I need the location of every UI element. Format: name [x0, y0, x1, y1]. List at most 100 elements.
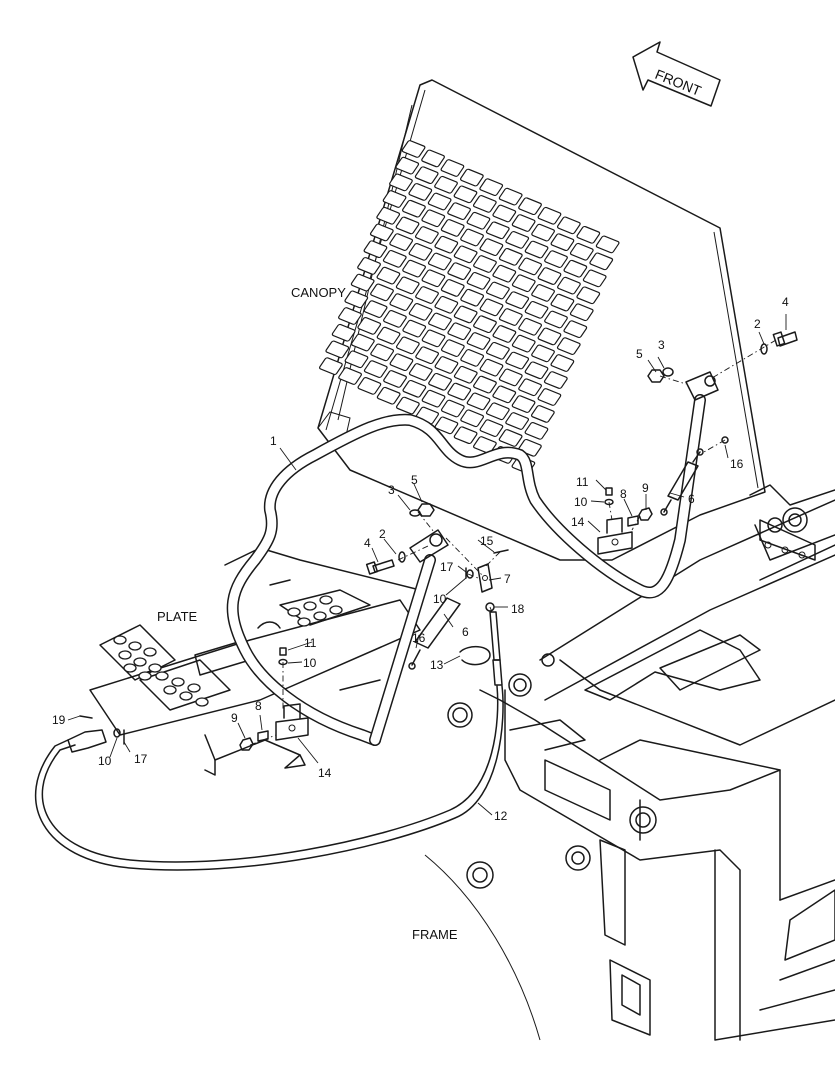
- machine-frame: [424, 484, 835, 1041]
- canopy-screen-opening: [357, 317, 382, 335]
- plate-pad: [297, 617, 311, 627]
- canopy-screen-opening: [492, 385, 517, 404]
- canopy-screen-opening: [408, 243, 433, 261]
- canopy-screen-opening: [427, 252, 452, 271]
- canopy-screen-opening: [434, 356, 459, 374]
- canopy-screen-opening: [389, 293, 414, 311]
- hardware-nuts: [239, 369, 665, 751]
- canopy-screen-opening: [505, 231, 530, 249]
- callout-9: 9: [642, 481, 649, 495]
- callout-6: 6: [462, 625, 469, 639]
- canopy-screen-opening: [460, 349, 485, 367]
- plate-pad: [163, 685, 177, 695]
- canopy-screen-opening: [537, 327, 562, 346]
- canopy-screen-opening: [492, 264, 517, 283]
- canopy-screen-opening: [363, 300, 388, 318]
- canopy-screen-opening: [595, 235, 620, 254]
- canopy-screen-opening: [395, 216, 420, 235]
- canopy-screen-opening: [505, 412, 530, 430]
- canopy-screen-opening: [376, 326, 401, 345]
- canopy-screen-opening: [383, 310, 407, 328]
- canopy-screen-opening: [543, 371, 568, 389]
- callout-19: 19: [52, 713, 66, 727]
- callout-4: 4: [364, 536, 371, 550]
- canopy-screen-opening: [408, 303, 433, 321]
- callout-10: 10: [303, 656, 317, 670]
- canopy-screen-opening: [338, 367, 362, 385]
- plate-pad: [171, 677, 185, 687]
- canopy-screen-opening: [550, 233, 575, 252]
- canopy-screen-opening: [395, 156, 420, 175]
- canopy-screen-opening: [556, 216, 581, 235]
- callout-18: 18: [511, 602, 525, 616]
- canopy-screen-opening: [421, 389, 446, 408]
- plate-pad: [155, 671, 169, 681]
- canopy-screen-opening: [524, 300, 549, 319]
- canopy-screen-opening: [434, 175, 458, 194]
- canopy-screen-opening: [479, 178, 504, 196]
- front-label: FRONT: [653, 66, 704, 99]
- canopy-screen-opening: [421, 209, 446, 228]
- canopy-screen-opening: [331, 323, 356, 342]
- callout-leaders: [67, 314, 787, 816]
- safety-bar-tube: [226, 371, 719, 746]
- plate-pad: [195, 697, 209, 707]
- canopy-screen-opening: [511, 274, 536, 293]
- canopy-screen-opening: [363, 360, 388, 378]
- canopy-screen-opening: [466, 392, 491, 411]
- canopy-screen-opening: [389, 353, 414, 372]
- canopy-screen-opening: [485, 402, 510, 421]
- canopy-screen-opening: [382, 250, 407, 268]
- canopy-screen-opening: [408, 183, 433, 201]
- canopy-screen-opening: [524, 240, 549, 259]
- canopy-screen-opening: [440, 159, 465, 177]
- plate-pad: [179, 691, 193, 701]
- canopy-screen-opening: [518, 317, 543, 336]
- canopy-screen-opening: [479, 238, 504, 257]
- canopy-screen-opening: [531, 344, 555, 363]
- assembly-centerlines: [249, 339, 777, 746]
- plate-pad: [187, 683, 201, 693]
- canopy-screen-opening: [576, 225, 601, 244]
- canopy-screen-opening: [473, 315, 497, 334]
- canopy-screen-opening: [447, 322, 472, 341]
- callout-16: 16: [412, 631, 426, 645]
- canopy-screen-opening: [414, 226, 439, 244]
- canopy-screen-opening: [511, 334, 536, 353]
- canopy-screen-opening: [428, 372, 452, 391]
- callout-11: 11: [576, 475, 589, 489]
- canopy-screen-opening: [589, 252, 614, 271]
- canopy-screen-opening: [524, 422, 549, 440]
- canopy-screen-opening: [434, 295, 459, 314]
- bracket-left: [275, 703, 309, 741]
- canopy-screen-opening: [453, 305, 478, 324]
- callout-13: 13: [430, 658, 444, 672]
- plate-pad: [303, 601, 317, 611]
- callout-2: 2: [754, 317, 761, 331]
- canopy-panel: [317, 79, 766, 561]
- canopy-screen-opening: [531, 284, 555, 302]
- canopy-screen-opening: [383, 370, 407, 388]
- canopy-screen-opening: [460, 228, 484, 247]
- canopy-screen-opening: [414, 166, 439, 185]
- canopy-screen-opening: [537, 206, 562, 225]
- canopy-screen-opening: [389, 173, 413, 192]
- callout-3: 3: [388, 483, 395, 497]
- callout-10: 10: [433, 592, 447, 606]
- canopy-screen-opening: [557, 276, 581, 295]
- canopy-screen-opening: [344, 350, 369, 369]
- canopy-screen-opening: [440, 279, 465, 297]
- clevis-7: [477, 563, 493, 593]
- canopy-screen-opening: [563, 320, 588, 339]
- canopy-screen-opening: [518, 197, 542, 216]
- canopy-screen-opening: [453, 426, 478, 445]
- canopy-screen-opening: [428, 312, 452, 331]
- canopy-screen-opening: [485, 281, 510, 300]
- canopy-screen-opening: [576, 286, 601, 305]
- canopy-screen-opening: [395, 276, 420, 295]
- canopy-screen-opening: [389, 233, 414, 251]
- canopy-screen-opening: [440, 339, 465, 357]
- canopy-screen-opening: [485, 221, 510, 240]
- canopy-screen-opening: [415, 346, 440, 365]
